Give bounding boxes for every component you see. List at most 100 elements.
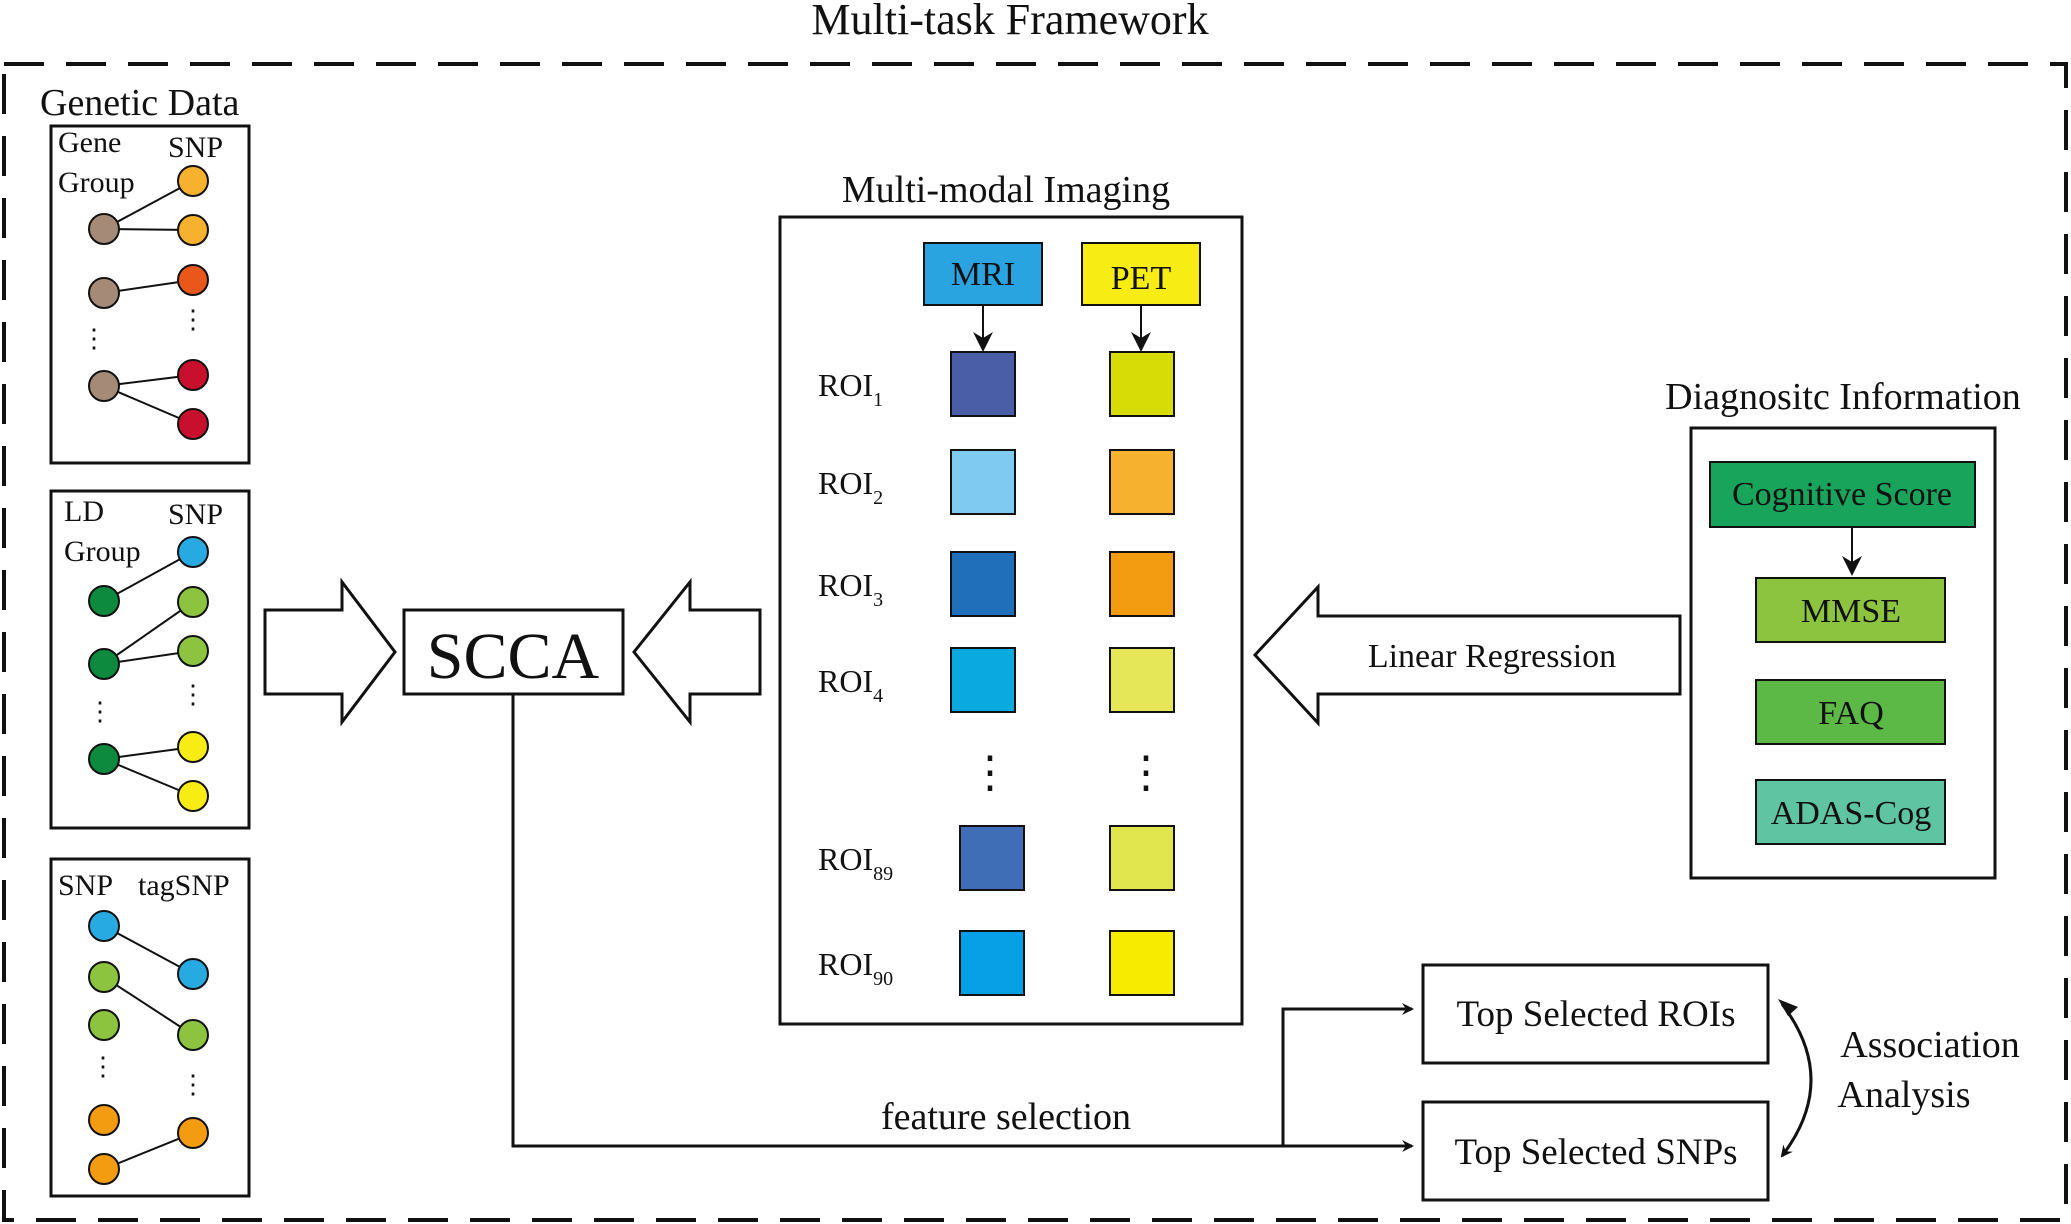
tag-snp-links <box>103 925 194 1170</box>
association-label-line1: Association <box>1840 1024 2019 1066</box>
roi-row: ROI89 <box>818 825 1175 891</box>
measure-box: MMSE <box>1755 577 1946 643</box>
genetic-data-title: Genetic Data <box>40 82 240 124</box>
gene-node <box>88 277 120 309</box>
pet-roi-swatch <box>1109 825 1175 891</box>
top-snps-label: Top Selected SNPs <box>1454 1132 1737 1173</box>
ld-ellipsis: ⋮ <box>87 697 113 726</box>
mri-roi-swatch <box>959 930 1025 996</box>
roi-row: ROI3 <box>818 551 1175 617</box>
snp-link-line <box>103 180 194 230</box>
mri-ellipsis: ⋮ <box>968 748 1012 797</box>
snp-node <box>177 214 209 246</box>
ld-group-node <box>88 743 120 775</box>
measure-boxes: MMSE FAQ ADAS-Cog <box>1755 577 1946 845</box>
ld-snp-nodes <box>88 536 209 812</box>
tagsnp-panel: SNP tagSNP ⋮ ⋮ <box>49 857 251 1198</box>
roi-row: ROI90 <box>818 930 1175 996</box>
top-rois-box: Top Selected ROIs <box>1421 963 1770 1065</box>
measure-label: ADAS-Cog <box>1771 795 1932 832</box>
roi-label: ROI89 <box>818 841 893 885</box>
ld-snp-node <box>177 635 209 667</box>
snp-link-line <box>103 551 194 602</box>
cognitive-score-box: Cognitive Score <box>1709 461 1976 528</box>
snp-link-line <box>103 758 194 797</box>
pet-label: PET <box>1111 260 1172 297</box>
framework-title: Multi-task Framework <box>811 0 1208 44</box>
ld-snp-node <box>177 780 209 812</box>
measure-label: FAQ <box>1818 695 1884 732</box>
gene-snp-nodes <box>88 165 209 440</box>
top-rois-label: Top Selected ROIs <box>1457 994 1736 1035</box>
snp-link-line <box>103 1132 194 1170</box>
snp-node <box>177 264 209 296</box>
tagsnp-node <box>177 1117 209 1149</box>
feature-selection-branch <box>1281 1003 1414 1146</box>
imaging-panel <box>778 215 1244 1026</box>
pet-ellipsis: ⋮ <box>1124 748 1168 797</box>
mri-header: MRI <box>923 242 1043 306</box>
tag-snp-nodes <box>88 910 209 1185</box>
measure-label: MMSE <box>1801 593 1901 630</box>
tagsnp-node <box>177 1019 209 1051</box>
tag-snp-label: SNP <box>58 869 113 902</box>
ld-group-node <box>88 585 120 617</box>
snp-ellipsis: ⋮ <box>180 305 206 334</box>
tag-left-snp-node <box>88 910 120 942</box>
snp-link-line <box>103 385 194 425</box>
snp-link-line <box>103 976 194 1036</box>
genetic-to-scca-arrow <box>263 577 397 727</box>
roi-label: ROI90 <box>818 946 893 990</box>
roi-label: ROI1 <box>818 367 883 411</box>
feature-selection-line <box>511 695 1414 1152</box>
snp-link-line <box>103 925 194 975</box>
gene-group-panel: Gene Group SNP ⋮ ⋮ <box>49 124 251 465</box>
pet-roi-swatch <box>1109 647 1175 713</box>
framework-frame <box>2 62 2068 1222</box>
snp-label: SNP <box>168 131 223 164</box>
linear-regression-label: Linear Regression <box>1368 638 1616 675</box>
association-arrow <box>1780 1003 1813 1158</box>
mri-roi-swatch <box>959 825 1025 891</box>
measure-box: ADAS-Cog <box>1755 779 1946 845</box>
linear-regression-arrow <box>1252 583 1682 727</box>
association-label-line2: Analysis <box>1838 1074 1971 1116</box>
roi-row: ROI2 <box>818 449 1175 515</box>
ld-group-panel: LD Group SNP ⋮ ⋮ <box>49 489 251 830</box>
measure-box: FAQ <box>1755 679 1946 745</box>
pet-roi-swatch <box>1109 351 1175 417</box>
diagnostic-title: Diagnositc Information <box>1665 376 2021 418</box>
ld-label: LD <box>64 495 104 528</box>
roi-row: ROI4 <box>818 647 1175 713</box>
imaging-to-scca-arrow <box>632 577 762 727</box>
scca-box: SCCA <box>402 608 625 696</box>
tag-left-snp-node <box>88 961 120 993</box>
mri-roi-swatch <box>950 449 1016 515</box>
gene-ellipsis: ⋮ <box>81 324 107 353</box>
mri-roi-swatch <box>950 351 1016 417</box>
pet-header: PET <box>1081 242 1201 306</box>
tag-left-snp-node <box>88 1153 120 1185</box>
roi-label: ROI4 <box>818 663 883 707</box>
tagsnp-node <box>177 958 209 990</box>
gene-node <box>88 213 120 245</box>
mri-label: MRI <box>951 256 1015 293</box>
ld-snp-label: SNP <box>168 498 223 531</box>
scca-label: SCCA <box>427 620 600 693</box>
group-label: Group <box>58 166 135 199</box>
pet-roi-swatch <box>1109 930 1175 996</box>
tag-left-snp-node <box>88 1104 120 1136</box>
feature-selection-label: feature selection <box>881 1096 1131 1138</box>
tag-left-snp-node <box>88 1009 120 1041</box>
pet-roi-swatch <box>1109 551 1175 617</box>
tag-right-ellipsis: ⋮ <box>180 1070 206 1099</box>
ld-group-node <box>88 648 120 680</box>
mri-roi-swatch <box>950 647 1016 713</box>
roi-row: ROI1 <box>818 351 1175 417</box>
mri-roi-swatch <box>950 551 1016 617</box>
tagsnp-label: tagSNP <box>138 869 230 902</box>
snp-node <box>177 408 209 440</box>
ld-snp-node <box>177 731 209 763</box>
ld-group-label: Group <box>64 535 141 568</box>
